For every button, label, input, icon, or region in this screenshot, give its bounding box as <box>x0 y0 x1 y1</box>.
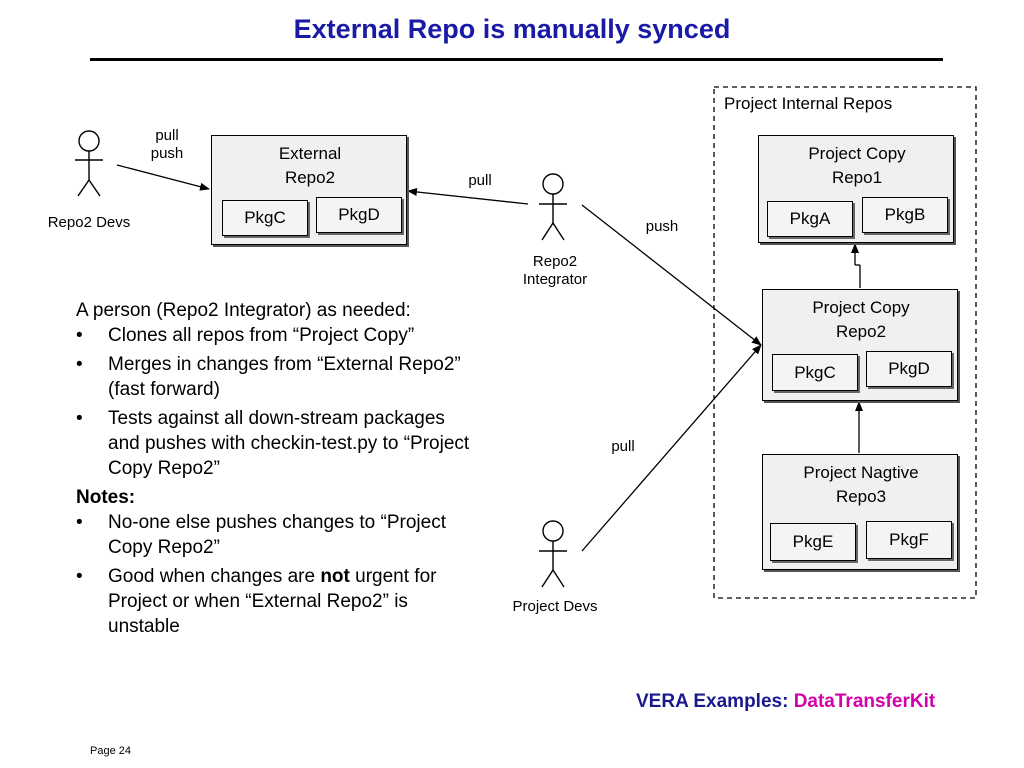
edge-label-devs-pull: pull <box>611 438 635 455</box>
list-item: • Good when changes are not urgent for Pr… <box>76 564 476 639</box>
project-copy-repo1-box: Project Copy Repo1 PkgA PkgB <box>758 135 954 243</box>
external-pkg-d: PkgD <box>316 197 402 233</box>
list-item: • Tests against all down-stream packages … <box>76 406 476 481</box>
footer-link-datatransferkit[interactable]: DataTransferKit <box>793 691 936 712</box>
repo2-pkg-d: PkgD <box>866 351 952 387</box>
project-copy-repo2-box: Project Copy Repo2 PkgC PkgD <box>762 289 958 401</box>
internal-repos-title: Project Internal Repos <box>724 94 893 113</box>
repo2-title-line2: Repo2 <box>835 322 887 341</box>
bullet-glyph: • <box>76 512 83 533</box>
notes-intro: A person (Repo2 Integrator) as needed: <box>76 300 411 321</box>
arrow-integrator-push-repo2 <box>581 204 762 346</box>
repo2-devs-figure <box>75 130 103 197</box>
arrow-integrator-pull-external <box>407 187 529 205</box>
list-item: • No-one else pushes changes to “Project … <box>76 510 476 560</box>
notes-list: • No-one else pushes changes to “Project … <box>76 510 476 639</box>
notes-panel: A person (Repo2 Integrator) as needed: •… <box>76 298 476 643</box>
arrow-devs-to-external <box>116 164 210 191</box>
title-rule <box>90 58 943 61</box>
list-item-text: Tests against all down-stream packages a… <box>108 408 470 479</box>
repo2-integrator-figure <box>539 173 567 241</box>
repo1-pkg-b: PkgB <box>862 197 948 233</box>
repo2-integrator-label-line1: Repo2 <box>532 253 578 270</box>
project-devs-label: Project Devs <box>512 598 598 615</box>
list-item-text: Clones all repos from “Project Copy” <box>108 325 415 346</box>
urgent-post: urgent for Project or when “External Rep… <box>108 566 437 637</box>
urgent-bold: not <box>320 566 350 587</box>
external-repo2-title-line1: External <box>278 144 342 163</box>
edge-label-pull: pull <box>155 127 179 144</box>
repo1-title-line1: Project Copy <box>808 144 906 163</box>
repo2-integrator-label-line2: Integrator <box>522 271 588 288</box>
project-nagtive-repo3-box: Project Nagtive Repo3 PkgE PkgF <box>762 454 958 570</box>
external-repo2-box: External Repo2 PkgC PkgD <box>211 135 407 245</box>
notes-steps-list: • Clones all repos from “Project Copy” • M… <box>76 323 476 481</box>
repo3-pkg-e: PkgE <box>770 523 856 561</box>
footer-vera-examples: VERA Examples: DataTransferKit <box>636 691 935 713</box>
footer-prefix: VERA Examples: <box>636 691 794 712</box>
edge-label-integrator-pull: pull <box>468 172 492 189</box>
list-item: • Clones all repos from “Project Copy” <box>76 323 476 348</box>
edge-label-push: push <box>150 145 184 162</box>
repo3-title-line2: Repo3 <box>835 487 887 506</box>
edge-label-integrator-push: push <box>645 218 679 235</box>
repo1-title-line2: Repo1 <box>831 168 883 187</box>
bullet-glyph: • <box>76 566 83 587</box>
bullet-glyph: • <box>76 354 83 375</box>
project-devs-figure <box>539 520 567 588</box>
repo2-pkg-c: PkgC <box>772 354 858 391</box>
repo3-title-line1: Project Nagtive <box>803 463 919 482</box>
page-number: Page 24 <box>90 745 131 757</box>
bullet-glyph: • <box>76 325 83 346</box>
repo1-pkg-a: PkgA <box>767 201 853 237</box>
page-title: External Repo is manually synced <box>293 14 731 44</box>
repo3-pkg-f: PkgF <box>866 521 952 559</box>
arrow-projectdevs-pull-repo2 <box>581 344 762 552</box>
notes-heading: Notes: <box>76 487 136 508</box>
list-item-text: No-one else pushes changes to “Project C… <box>108 512 446 558</box>
internal-repos-group <box>713 86 977 599</box>
external-repo2-title-line2: Repo2 <box>284 168 336 187</box>
repo2-devs-label: Repo2 Devs <box>47 214 131 231</box>
bullet-glyph: • <box>76 408 83 429</box>
list-item: • Merges in changes from “External Repo2”… <box>76 352 476 402</box>
repo2-title-line1: Project Copy <box>812 298 910 317</box>
list-item-text: Merges in changes from “External Repo2” … <box>108 354 461 400</box>
external-pkg-c: PkgC <box>222 200 308 236</box>
urgent-pre: Good when changes are <box>108 566 321 587</box>
